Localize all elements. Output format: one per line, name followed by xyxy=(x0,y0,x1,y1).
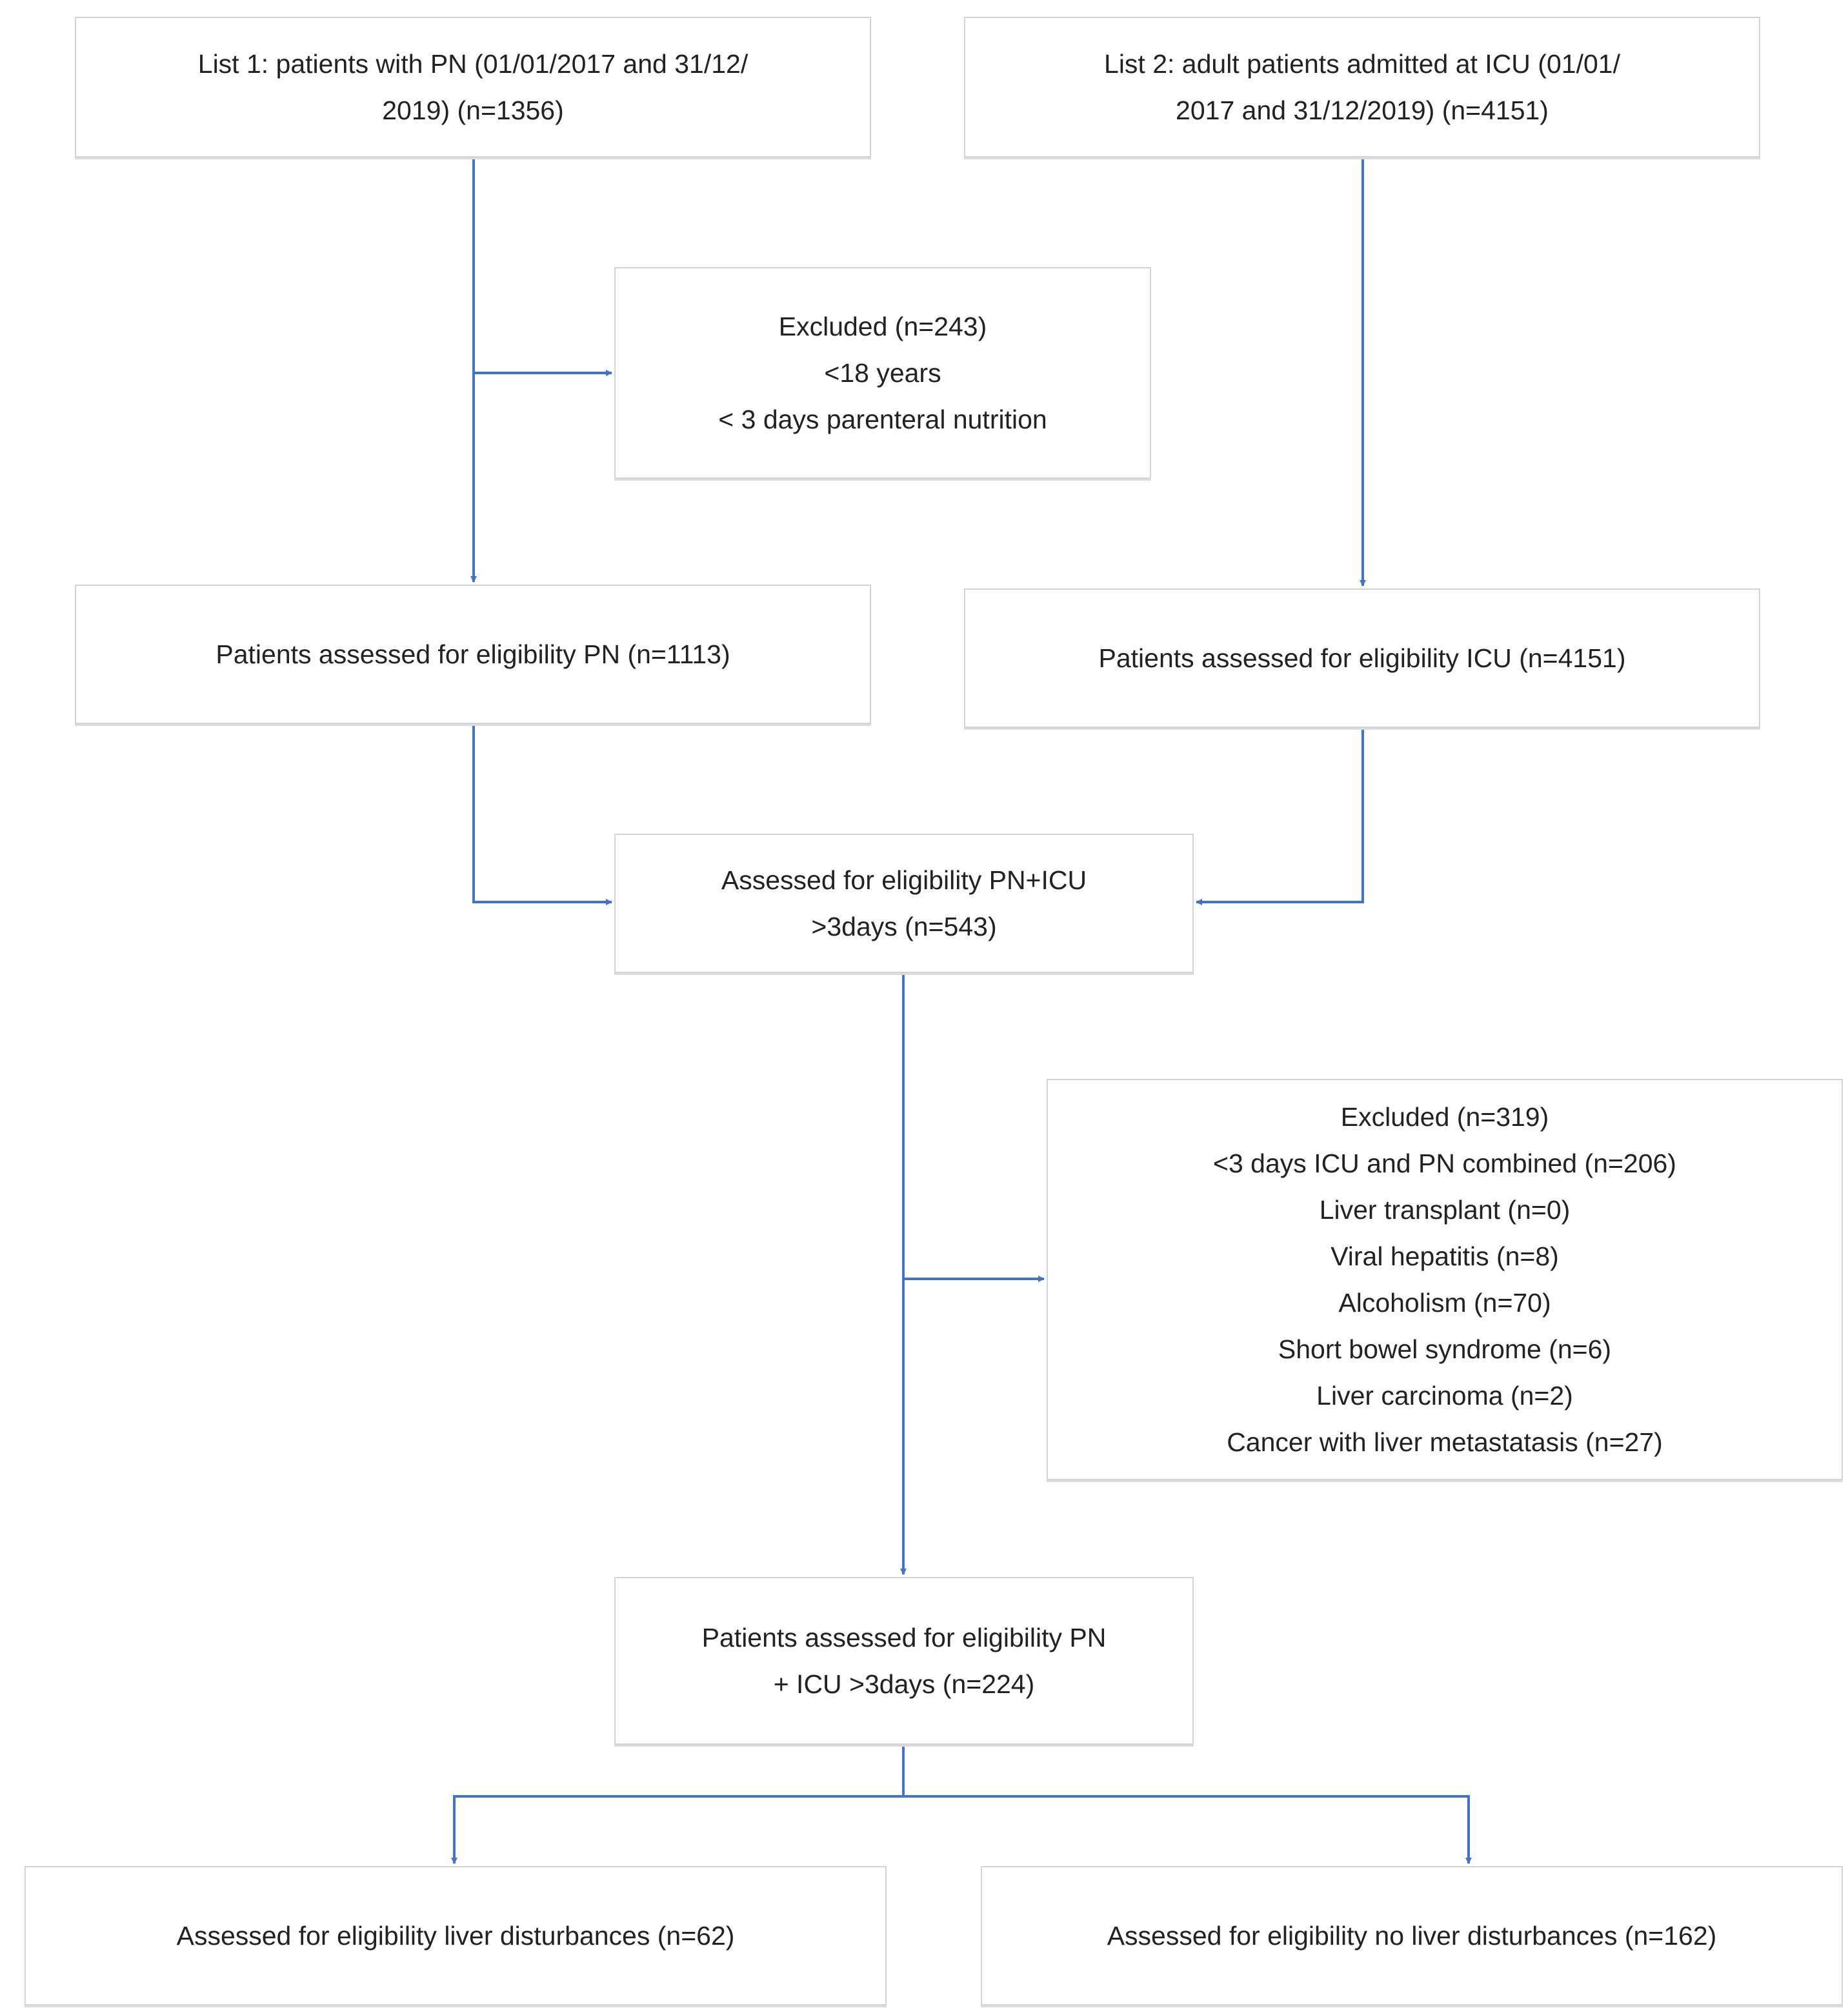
box-text-line: Assessed for eligibility no liver distur… xyxy=(1107,1921,1717,1951)
box-text-line: <3 days ICU and PN combined (n=206) xyxy=(1213,1149,1676,1178)
eligible-pn-icu-box: Assessed for eligibility PN+ICU >3days (n… xyxy=(614,834,1194,973)
eligible-icu-box: Patients assessed for eligibility ICU (n… xyxy=(964,588,1760,728)
no-liver-disturbances-box: Assessed for eligibility no liver distur… xyxy=(981,1866,1843,2005)
list1-box: List 1: patients with PN (01/01/2017 and… xyxy=(75,17,871,157)
box-text-line: >3days (n=543) xyxy=(811,912,997,941)
box-text-line: 2019) (n=1356) xyxy=(382,95,564,125)
box-text-line: < 3 days parenteral nutrition xyxy=(718,405,1047,434)
box-text-line: + ICU >3days (n=224) xyxy=(773,1669,1035,1699)
box-text-line: 2017 and 31/12/2019) (n=4151) xyxy=(1176,95,1549,125)
split-line xyxy=(454,1745,1469,1798)
eligible-pn-box: Patients assessed for eligibility PN (n=… xyxy=(75,585,871,724)
box-text-line: Excluded (n=243) xyxy=(778,312,987,341)
box-text-line: Patients assessed for eligibility ICU (n… xyxy=(1098,643,1626,673)
liver-disturbances-box: Assessed for eligibility liver disturban… xyxy=(25,1866,887,2005)
box-text-line: List 2: adult patients admitted at ICU (… xyxy=(1104,49,1620,79)
excluded1-box: Excluded (n=243) <18 years < 3 days parent… xyxy=(614,267,1151,479)
box-text-line: Patients assessed for eligibility PN (n=… xyxy=(216,639,730,669)
box-text-line: Alcoholism (n=70) xyxy=(1338,1288,1551,1318)
box-text-line: Cancer with liver metastatasis (n=27) xyxy=(1227,1427,1663,1457)
box-text-line: Liver carcinoma (n=2) xyxy=(1316,1381,1573,1411)
arrow-pn-to-combined xyxy=(472,724,612,905)
excluded2-box: Excluded (n=319) <3 days ICU and PN combi… xyxy=(1047,1079,1843,1480)
box-text-line: Excluded (n=319) xyxy=(1340,1102,1549,1132)
box-text-line: List 1: patients with PN (01/01/2017 and… xyxy=(197,49,748,79)
box-text-line: Patients assessed for eligibility PN xyxy=(701,1623,1107,1652)
box-text-line: Viral hepatitis (n=8) xyxy=(1331,1241,1559,1271)
box-text-line: Liver transplant (n=0) xyxy=(1319,1195,1571,1225)
box-text-line: <18 years xyxy=(824,358,941,388)
box-text-line: Short bowel syndrome (n=6) xyxy=(1278,1334,1612,1364)
arrow-icu-to-combined xyxy=(1196,728,1364,905)
eligible-224-box: Patients assessed for eligibility PN + IC… xyxy=(614,1577,1194,1745)
box-text-line: Assessed for eligibility PN+ICU xyxy=(721,865,1087,895)
box-text-line: Assessed for eligibility liver disturban… xyxy=(176,1921,735,1951)
list2-box: List 2: adult patients admitted at ICU (… xyxy=(964,17,1760,157)
